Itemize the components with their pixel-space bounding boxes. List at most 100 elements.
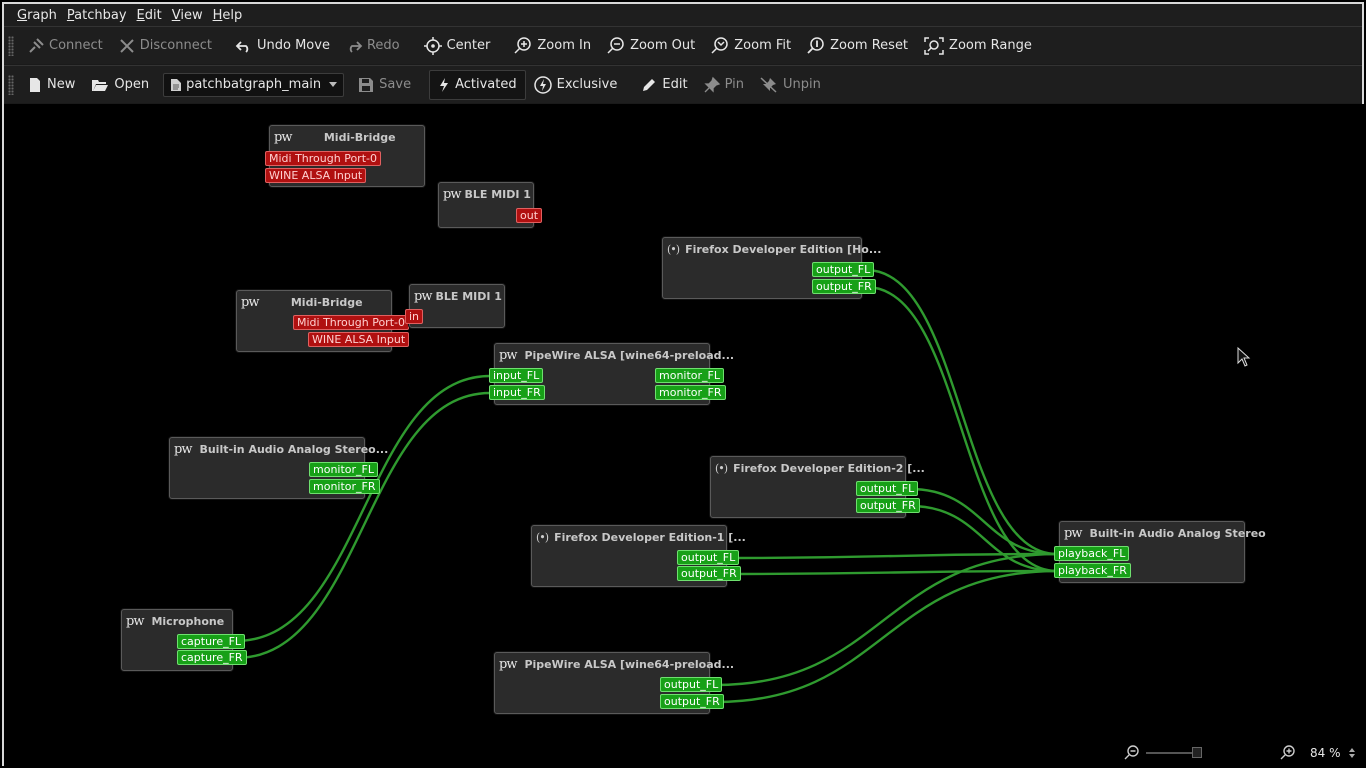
exclusive-toggle[interactable]: Exclusive bbox=[526, 70, 626, 100]
zoom-reset-button[interactable]: Zoom Reset bbox=[799, 31, 916, 61]
zoom-value[interactable]: 84 % bbox=[1310, 746, 1341, 760]
port-playback-fl[interactable]: playback_FL bbox=[1054, 546, 1130, 561]
node-title: Built-in Audio Analog Stereo bbox=[1089, 526, 1266, 540]
document-icon bbox=[171, 78, 182, 91]
zoom-out-button[interactable]: Zoom Out bbox=[599, 31, 703, 61]
port-alsa2-output-fr[interactable]: output_FR bbox=[660, 694, 724, 709]
port-builtin-monitor-fr[interactable]: monitor_FR bbox=[309, 479, 380, 494]
redo-icon bbox=[349, 40, 363, 53]
pipewire-icon: pw bbox=[174, 441, 192, 457]
port-ble-midi-in[interactable]: in bbox=[405, 309, 424, 324]
port-mic-capture-fr[interactable]: capture_FR bbox=[177, 650, 247, 665]
zoom-slider[interactable] bbox=[1146, 747, 1202, 758]
patchbay-toolbar: New Open patchbatgraph_main Save Activat… bbox=[4, 65, 1362, 103]
wire-firefox2-fl-to-playback-fl bbox=[909, 487, 1058, 556]
menubar: Graph Patchbay Edit View Help bbox=[4, 4, 1362, 26]
exclusive-lightning-icon bbox=[533, 75, 552, 94]
port-firefox-output-fr[interactable]: output_FR bbox=[812, 279, 876, 294]
wire-firefox1-fl-to-playback-fl bbox=[733, 552, 1058, 560]
new-button[interactable]: New bbox=[20, 70, 83, 100]
port-firefox2-output-fl[interactable]: output_FL bbox=[856, 481, 919, 496]
zoom-range-button[interactable]: Zoom Range bbox=[916, 31, 1040, 61]
zoom-fit-icon bbox=[711, 36, 728, 54]
port-builtin-monitor-fl[interactable]: monitor_FL bbox=[309, 462, 378, 477]
pin-icon bbox=[703, 76, 720, 93]
toolbar-grip[interactable] bbox=[8, 35, 14, 56]
zoom-reset-icon bbox=[807, 36, 824, 54]
port-alsa2-output-fl[interactable]: output_FL bbox=[660, 677, 723, 692]
center-button[interactable]: Center bbox=[416, 31, 499, 61]
chevron-down-icon bbox=[329, 82, 338, 87]
new-file-icon bbox=[30, 77, 40, 92]
port-alsa1-monitor-fr[interactable]: monitor_FR bbox=[655, 385, 726, 400]
wire-alsa2-fr-to-playback-fr bbox=[715, 569, 1058, 704]
menu-view[interactable]: View bbox=[171, 7, 203, 23]
node-title: Midi-Bridge bbox=[323, 130, 396, 144]
folder-open-icon bbox=[92, 79, 109, 91]
pipewire-icon: pw bbox=[499, 347, 517, 363]
zoom-in-button[interactable]: Zoom In bbox=[506, 31, 599, 61]
wire-alsa2-fl-to-playback-fl bbox=[715, 552, 1058, 687]
pipewire-icon: pw bbox=[1064, 525, 1082, 541]
toolbar-grip[interactable] bbox=[8, 74, 14, 95]
zoom-statusbar: 84 % bbox=[1124, 742, 1364, 764]
undo-move-button[interactable]: Undo Move bbox=[228, 31, 338, 61]
zoom-spinner[interactable] bbox=[1348, 747, 1355, 759]
port-alsa1-monitor-fl[interactable]: monitor_FL bbox=[655, 368, 724, 383]
activated-toggle[interactable]: Activated bbox=[429, 69, 526, 100]
audio-stream-icon: (•) bbox=[667, 242, 680, 256]
port-wine-alsa-input-out[interactable]: WINE ALSA Input bbox=[265, 168, 367, 183]
port-midi-through-out[interactable]: Midi Through Port-0 bbox=[265, 151, 381, 166]
node-title: Midi-Bridge bbox=[290, 295, 363, 309]
port-firefox1-output-fr[interactable]: output_FR bbox=[677, 566, 741, 581]
wire-firefox2-fr-to-playback-fr bbox=[909, 504, 1058, 573]
wire-mic-fr-to-alsa-in-fr bbox=[235, 391, 491, 660]
zoom-in-icon[interactable] bbox=[1280, 745, 1296, 761]
zoom-in-icon bbox=[514, 36, 532, 54]
node-title: BLE MIDI 1 bbox=[464, 187, 531, 201]
port-ble-midi-out[interactable]: out bbox=[516, 208, 543, 223]
disconnect-button[interactable]: Disconnect bbox=[111, 31, 220, 61]
wire-firefox-fl-to-playback-fl bbox=[865, 268, 1058, 556]
menu-edit[interactable]: Edit bbox=[136, 7, 162, 23]
pipewire-icon: pw bbox=[126, 613, 144, 629]
port-alsa1-input-fr[interactable]: input_FR bbox=[489, 385, 545, 400]
wire-firefox1-fr-to-playback-fr bbox=[733, 569, 1058, 576]
zoom-out-icon[interactable] bbox=[1124, 745, 1140, 761]
port-wine-alsa-input-in[interactable]: WINE ALSA Input bbox=[308, 332, 410, 347]
port-firefox-output-fl[interactable]: output_FL bbox=[812, 262, 875, 277]
unpin-button[interactable]: Unpin bbox=[752, 70, 829, 100]
port-firefox1-output-fl[interactable]: output_FL bbox=[677, 550, 740, 565]
spin-down-icon[interactable] bbox=[1348, 754, 1355, 758]
pipewire-icon: pw bbox=[241, 294, 259, 310]
edit-button[interactable]: Edit bbox=[633, 70, 695, 100]
port-alsa1-input-fl[interactable]: input_FL bbox=[489, 368, 544, 383]
view-toolbar: Connect Disconnect Undo Move Redo Center… bbox=[4, 26, 1362, 64]
menu-graph[interactable]: Graph bbox=[17, 7, 57, 23]
zoom-fit-button[interactable]: Zoom Fit bbox=[703, 31, 799, 61]
node-title: Built-in Audio Analog Stereo... bbox=[199, 442, 389, 456]
node-title: Firefox Developer Edition-1 [... bbox=[554, 530, 746, 544]
port-midi-through-in[interactable]: Midi Through Port-0 bbox=[293, 315, 409, 330]
connect-button[interactable]: Connect bbox=[20, 31, 111, 61]
zoom-slider-handle[interactable] bbox=[1192, 747, 1202, 758]
port-playback-fr[interactable]: playback_FR bbox=[1054, 563, 1131, 578]
redo-button[interactable]: Redo bbox=[338, 31, 408, 61]
wire-mic-fl-to-alsa-in-fl bbox=[235, 374, 491, 643]
menu-patchbay[interactable]: Patchbay bbox=[66, 7, 127, 23]
patchbay-select[interactable]: patchbatgraph_main bbox=[163, 72, 345, 97]
node-title: Firefox Developer Edition-2 [... bbox=[733, 461, 925, 475]
connect-icon bbox=[29, 37, 44, 53]
pipewire-icon: pw bbox=[443, 186, 461, 202]
spin-up-icon[interactable] bbox=[1348, 748, 1355, 752]
pin-button[interactable]: Pin bbox=[696, 70, 752, 100]
port-firefox2-output-fr[interactable]: output_FR bbox=[856, 498, 920, 513]
open-button[interactable]: Open bbox=[83, 70, 157, 100]
pipewire-icon: pw bbox=[414, 288, 432, 304]
port-mic-capture-fl[interactable]: capture_FL bbox=[177, 634, 246, 649]
save-button[interactable]: Save bbox=[350, 70, 419, 100]
menu-help[interactable]: Help bbox=[212, 7, 243, 23]
